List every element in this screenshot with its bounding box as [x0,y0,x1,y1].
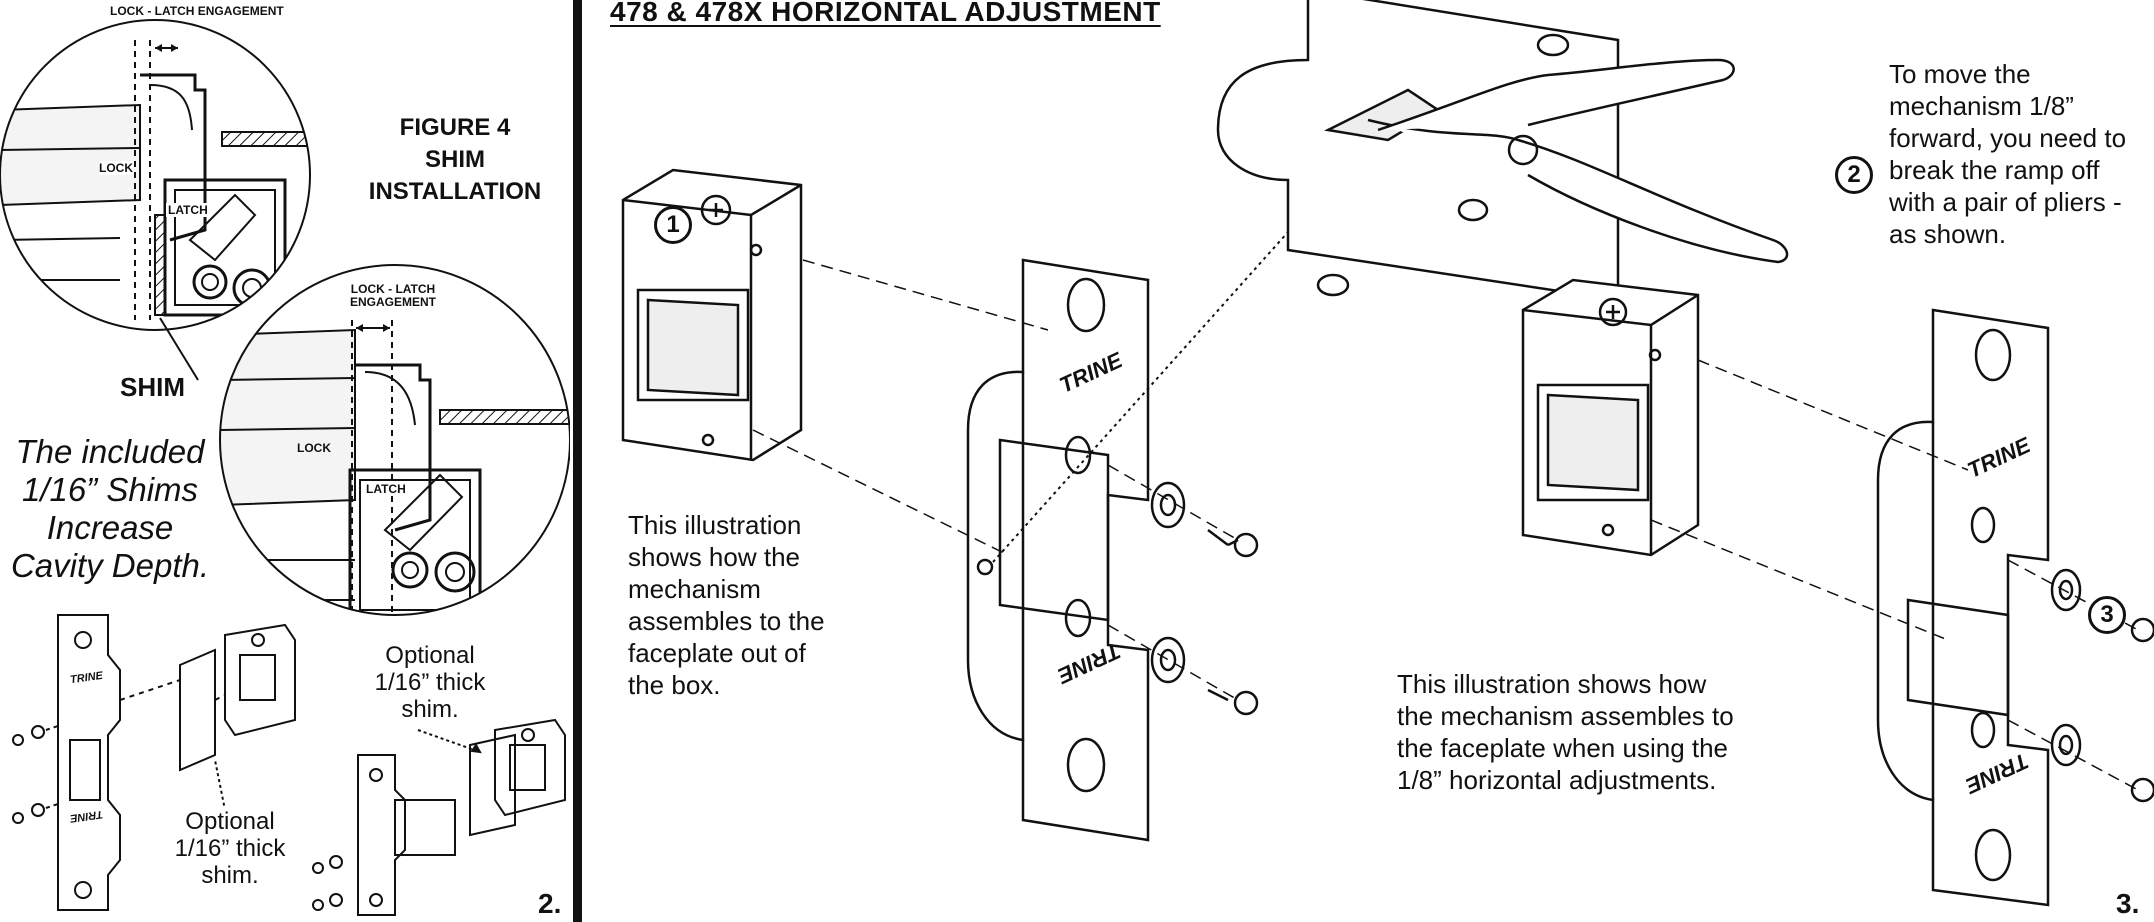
shim-depth-note: The included 1/16” Shims Increase Cavity… [10,433,210,584]
shim-label: SHIM [120,372,185,402]
right-page: 478 & 478X HORIZONTAL ADJUSTMENT [588,0,2154,922]
step-1-marker: 1 [654,206,692,244]
lock-latch-engagement-label-top: LOCK - LATCH ENGAGEMENT [110,4,284,18]
page-number-left: 2. [538,888,562,919]
latch-label-bottom: LATCH [364,482,408,496]
lock-label-top: LOCK [99,161,133,175]
optional-shim-callout-bottom: Optional 1/16” thick shim. [165,808,295,889]
step-3-description: This illustration shows how the mechanis… [1397,669,1734,795]
lock-label-bottom: LOCK [297,441,331,455]
optional-shim-callout-right: Optional 1/16” thick shim. [365,642,495,723]
latch-label-top: LATCH [166,203,210,217]
step-2-marker: 2 [1835,156,1873,194]
section-title: 478 & 478X HORIZONTAL ADJUSTMENT [610,0,1161,27]
lock-latch-engagement-label-bottom: LOCK - LATCH ENGAGEMENT [349,282,436,309]
lock-latch-detail-top [0,19,570,916]
step-3-marker: 3 [2088,596,2126,634]
assembly-illustrations [621,0,2154,907]
page-divider [573,0,582,922]
step-2-description: To move the mechanism 1/8” forward, you … [1889,59,2127,249]
figure-4-title: FIGURE 4 SHIM INSTALLATION [368,114,542,205]
page-number-right: 3. [2116,888,2140,919]
left-page: LOCK - LATCH ENGAGEMENT LOCK LATCH FIGUR… [0,0,570,922]
step-1-description: This illustration shows how the mechanis… [628,510,825,700]
